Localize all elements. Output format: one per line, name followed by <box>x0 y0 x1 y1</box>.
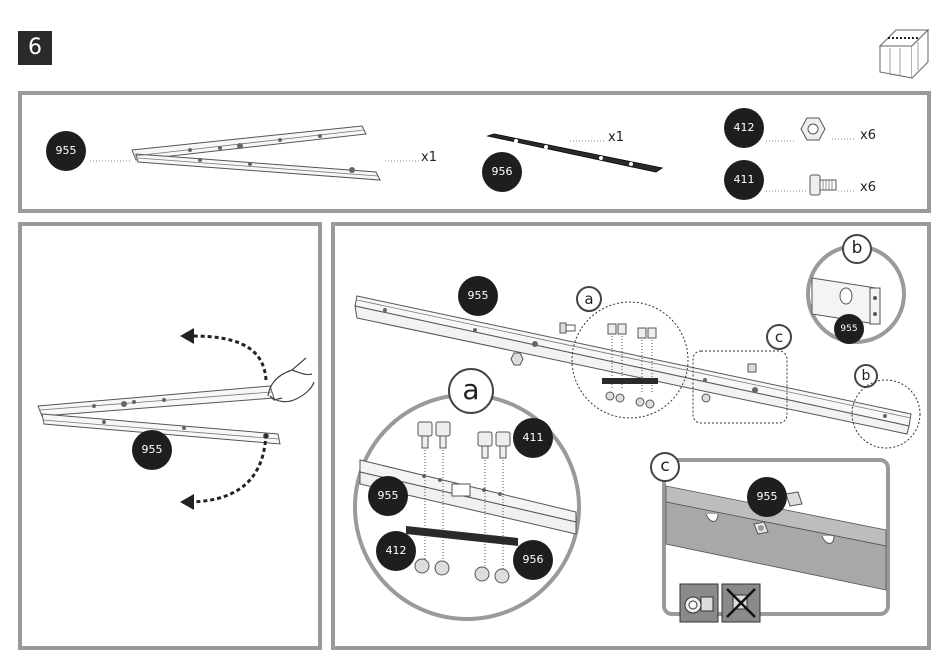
greenhouse-icon <box>876 22 932 80</box>
step-number: 6 <box>18 31 52 65</box>
main-badge-955: 955 <box>458 276 498 316</box>
rail-part-illustration <box>130 120 385 190</box>
part-badge-412: 412 <box>724 108 764 148</box>
detail-a-badge-955: 955 <box>368 476 408 516</box>
dotted-leader <box>766 140 796 142</box>
detail-a-badge-412: 412 <box>376 531 416 571</box>
dotted-leader <box>90 160 130 162</box>
detail-a-label: a <box>448 368 494 414</box>
callout-a-circle <box>570 300 690 420</box>
callout-c-label: c <box>766 324 792 350</box>
part-badge-955: 955 <box>46 131 86 171</box>
bolt-icon <box>808 172 838 198</box>
detail-c-badge-955: 955 <box>747 477 787 517</box>
dotted-leader <box>832 138 856 140</box>
part-qty-411: x6 <box>860 180 876 195</box>
callout-b-circle <box>850 378 922 450</box>
detail-c-label: c <box>650 452 680 482</box>
incorrect-icon <box>721 583 761 623</box>
part-qty-956: x1 <box>608 130 624 145</box>
callout-c-box <box>692 350 788 424</box>
part-qty-412: x6 <box>860 128 876 143</box>
correct-icon <box>679 583 719 623</box>
detail-a-badge-956: 956 <box>513 540 553 580</box>
part-badge-956: 956 <box>482 152 522 192</box>
dotted-leader <box>838 190 856 192</box>
detail-b-badge-955: 955 <box>834 314 864 344</box>
arrow-down-dashed <box>178 430 278 510</box>
dotted-leader <box>766 190 806 192</box>
left-badge-955: 955 <box>132 430 172 470</box>
nut-icon <box>800 116 826 142</box>
part-qty-955: x1 <box>421 150 437 165</box>
dotted-leader <box>385 160 419 162</box>
dotted-leader <box>570 140 606 142</box>
detail-b-label: b <box>842 234 872 264</box>
part-badge-411: 411 <box>724 160 764 200</box>
detail-a-badge-411: 411 <box>513 418 553 458</box>
nut-icon <box>510 352 524 366</box>
arrow-up-dashed <box>178 322 278 384</box>
